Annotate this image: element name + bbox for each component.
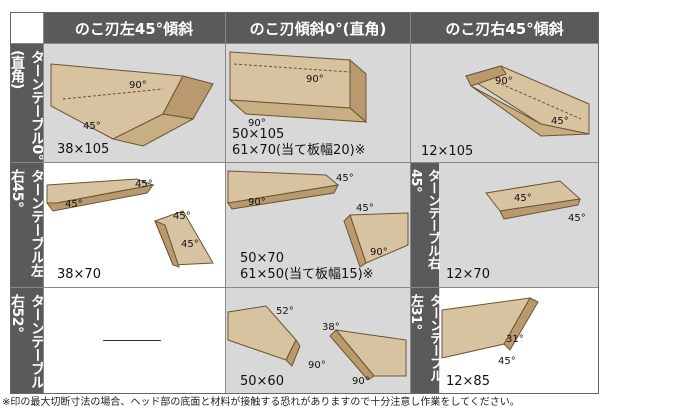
cell-r2-c1: 45° 45° 45° 45° 38×70 bbox=[43, 163, 225, 287]
angle-label: 45° bbox=[336, 173, 354, 184]
size-label: 38×70 bbox=[57, 267, 101, 282]
cell-r2-c3: ターンテーブル右45° 45° 45° 12×70 bbox=[408, 163, 598, 287]
grid-line bbox=[225, 13, 226, 393]
board-diagram: 45° 45° bbox=[485, 180, 586, 224]
diagram-area: 31° 45° 12×85 bbox=[440, 288, 598, 393]
row-label-text: ターンテーブル0°(直角) bbox=[9, 50, 45, 161]
grid-line bbox=[11, 162, 598, 163]
angle-label: 45° bbox=[181, 239, 199, 250]
size-label: 61×50(当て板幅15)※ bbox=[240, 267, 374, 282]
angle-label: 45° bbox=[135, 179, 153, 190]
grid-line bbox=[11, 287, 598, 288]
header-0: のこ刃傾斜0°(直角) bbox=[226, 13, 410, 43]
not-applicable-dash bbox=[103, 340, 161, 341]
header-left-45: のこ刃左45°傾斜 bbox=[43, 13, 225, 43]
grid-line bbox=[43, 13, 44, 393]
angle-label: 90° bbox=[248, 118, 266, 129]
grid-line bbox=[410, 13, 411, 393]
angle-label: 90° bbox=[248, 197, 266, 208]
board-diagram: 45° 90° 45° 90° bbox=[227, 170, 409, 268]
cell-r2-c2: 45° 90° 45° 90° 50×70 61×50(当て板幅15)※ bbox=[226, 163, 410, 287]
angle-label: 52° bbox=[276, 306, 294, 317]
size-label: 12×85 bbox=[446, 374, 490, 389]
diagram-area: 45° 45° 12×70 bbox=[440, 163, 598, 287]
inner-label-left-31: ターンテーブル左31° bbox=[408, 288, 442, 393]
inner-label-text: ターンテーブル左31° bbox=[408, 294, 442, 382]
cell-r1-c3: 90° 45° 12×105 bbox=[411, 44, 598, 162]
size-label: 61×70(当て板幅20)※ bbox=[232, 143, 366, 158]
size-label: 12×70 bbox=[446, 267, 490, 282]
row-label-text: ターンテーブル右52° bbox=[9, 294, 45, 389]
angle-label: 45° bbox=[514, 193, 532, 204]
row-label-turntable-45: ターンテーブル左右45° bbox=[9, 163, 45, 287]
board-diagram: 31° 45° bbox=[441, 297, 539, 367]
board-diagram: 45° 45° 45° 45° bbox=[46, 178, 214, 268]
cell-r3-c1 bbox=[43, 288, 225, 393]
angle-label: 31° bbox=[506, 334, 524, 345]
angle-label: 45° bbox=[173, 211, 191, 222]
size-label: 50×70 bbox=[240, 251, 284, 266]
header-corner bbox=[11, 13, 43, 43]
row-label-text: ターンテーブル左右45° bbox=[9, 169, 45, 277]
board-diagram: 90° 90° bbox=[228, 51, 368, 129]
size-label: 50×105 bbox=[232, 127, 285, 142]
header-label: のこ刃右45°傾斜 bbox=[445, 19, 564, 38]
cell-r1-c2: 90° 90° 50×105 61×70(当て板幅20)※ bbox=[226, 44, 410, 162]
size-label: 12×105 bbox=[421, 144, 474, 159]
cell-r3-c3: ターンテーブル左31° 31° 45° 12×85 bbox=[408, 288, 598, 393]
header-label: のこ刃左45°傾斜 bbox=[74, 19, 194, 38]
board-diagram: 52° 90° 38° 90° bbox=[227, 305, 407, 387]
header-right-45: のこ刃右45°傾斜 bbox=[411, 13, 598, 43]
grid-line bbox=[11, 43, 598, 44]
inner-label-right-45: ターンテーブル右45° bbox=[408, 163, 440, 287]
angle-label: 45° bbox=[83, 121, 101, 132]
angle-label: 45° bbox=[356, 203, 374, 214]
header-label: のこ刃傾斜0°(直角) bbox=[249, 19, 387, 38]
inner-label-text: ターンテーブル右45° bbox=[408, 169, 440, 269]
row-label-turntable-52: ターンテーブル右52° bbox=[9, 288, 45, 393]
size-label: 50×60 bbox=[240, 374, 284, 389]
row-label-turntable-0: ターンテーブル0°(直角) bbox=[9, 44, 45, 162]
size-label: 38×105 bbox=[57, 142, 110, 157]
angle-label: 90° bbox=[308, 360, 326, 371]
angle-label: 90° bbox=[352, 376, 370, 387]
angle-label: 45° bbox=[498, 356, 516, 367]
cutting-capacity-table: のこ刃左45°傾斜 のこ刃傾斜0°(直角) のこ刃右45°傾斜 ターンテーブル0… bbox=[9, 12, 599, 394]
angle-label: 90° bbox=[370, 247, 388, 258]
board-diagram: 90° 45° bbox=[50, 63, 214, 147]
board-diagram: 90° 45° bbox=[464, 65, 590, 137]
cell-r3-c2: 52° 90° 38° 90° 50×60 bbox=[226, 288, 410, 393]
angle-label: 38° bbox=[322, 322, 340, 333]
angle-label: 90° bbox=[495, 76, 513, 87]
cell-r1-c1: 90° 45° 38×105 bbox=[43, 44, 225, 162]
footnote: ※印の最大切断寸法の場合、ヘッド部の底面と材料が接触する恐れがありますので十分注… bbox=[2, 397, 520, 408]
angle-label: 45° bbox=[568, 213, 586, 224]
angle-label: 45° bbox=[65, 199, 83, 210]
angle-label: 90° bbox=[129, 80, 147, 91]
angle-label: 90° bbox=[306, 74, 324, 85]
angle-label: 45° bbox=[551, 116, 569, 127]
